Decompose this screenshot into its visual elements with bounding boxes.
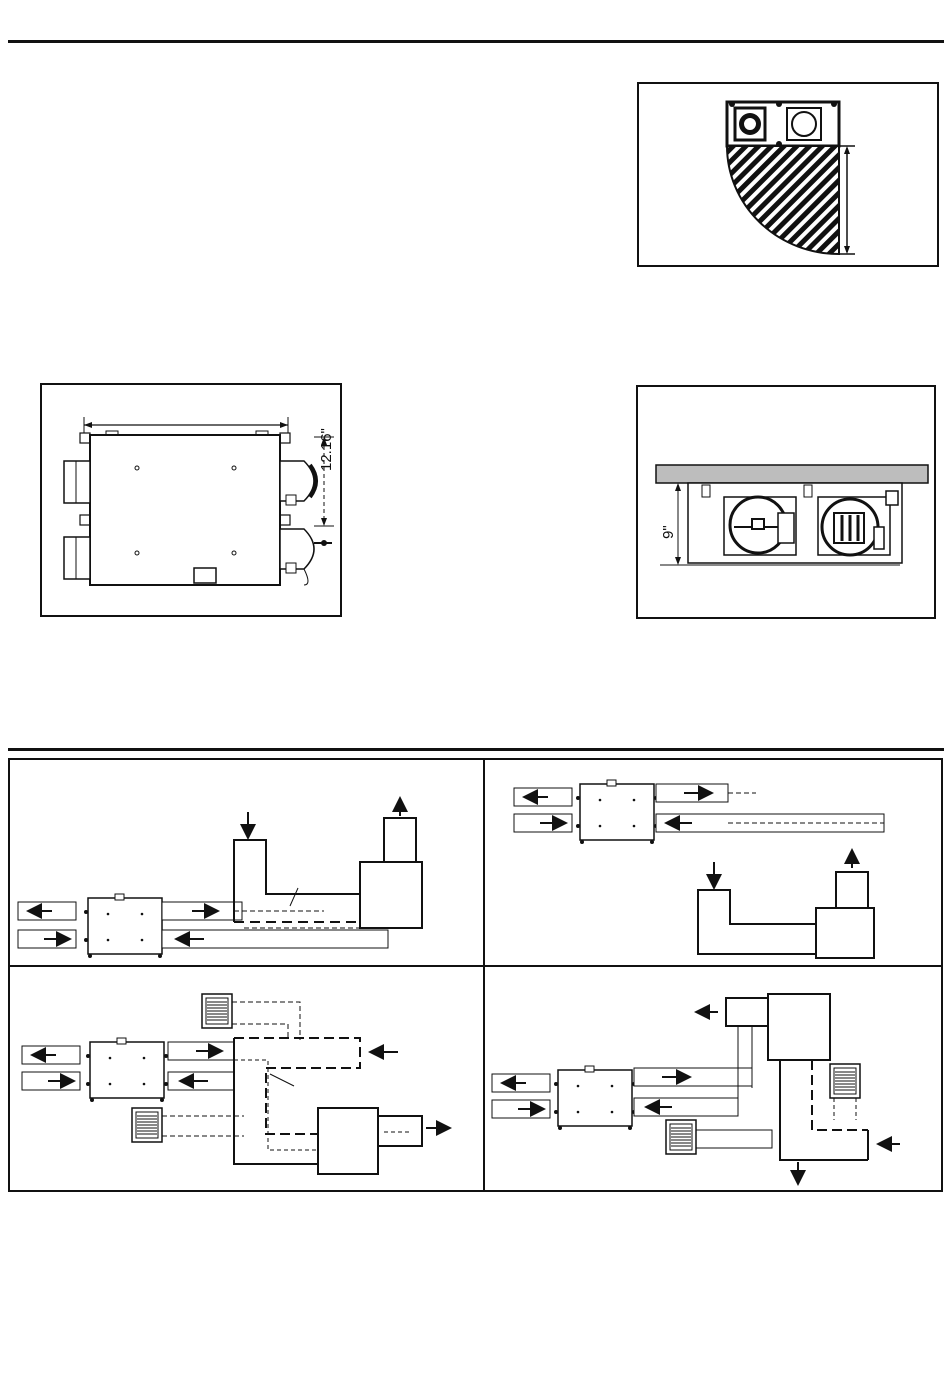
side-view-svg <box>638 387 938 621</box>
clearance-zone <box>727 146 839 254</box>
top-rule <box>8 40 944 43</box>
install-options-grid <box>8 758 943 1192</box>
side-view-dimension-label: 9" <box>660 525 677 539</box>
unit-body <box>90 435 280 585</box>
top-view-svg <box>42 385 344 619</box>
clearance-svg <box>639 84 941 269</box>
option-4-diagram <box>492 994 900 1182</box>
clearance-figure <box>637 82 939 267</box>
side-view-figure: 9" <box>636 385 936 619</box>
top-view-figure: 12.16" <box>40 383 342 617</box>
ceiling-joist <box>656 465 928 483</box>
top-view-dimension-label: 12.16" <box>318 428 335 471</box>
section-rule <box>8 748 944 751</box>
option-1-diagram <box>18 800 422 958</box>
option-2-diagram <box>514 780 884 958</box>
install-options-svg <box>8 758 943 1192</box>
option-3-diagram <box>22 994 448 1174</box>
